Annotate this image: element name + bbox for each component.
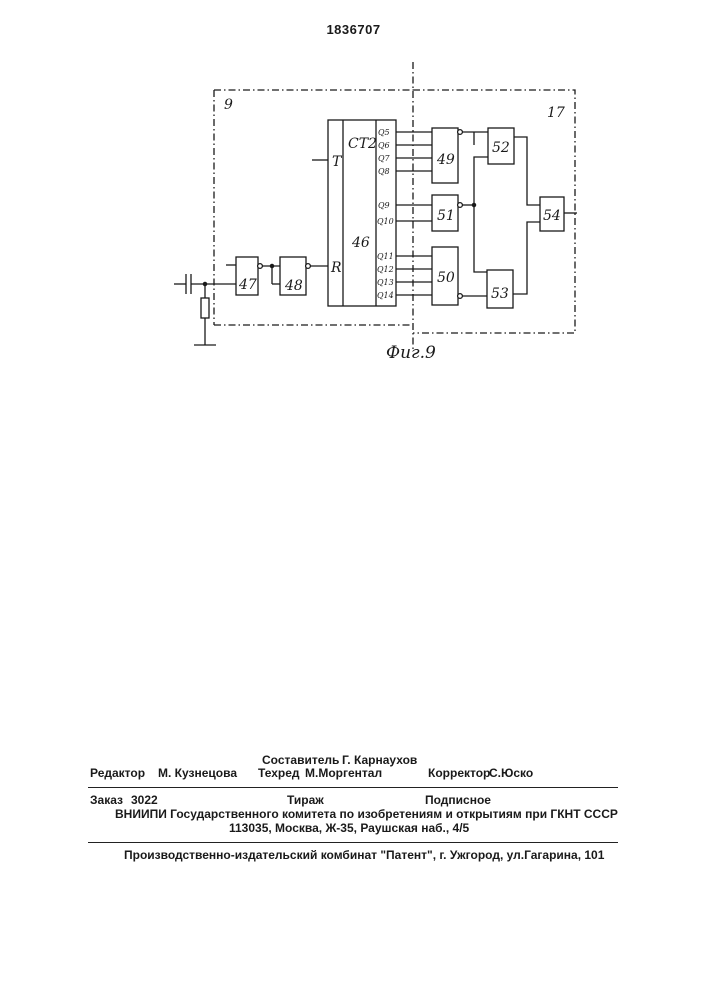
counter-type-label: СТ2 bbox=[348, 136, 377, 152]
output-label: Q12 bbox=[377, 265, 394, 274]
output-label: Q6 bbox=[378, 141, 390, 150]
block-label-51: 51 bbox=[437, 208, 455, 224]
counter-input-t: T bbox=[332, 154, 343, 170]
block-label-53: 53 bbox=[491, 286, 509, 302]
circulation-label: Тираж bbox=[287, 793, 324, 807]
techred-name: М.Моргентал bbox=[305, 766, 382, 780]
output-label: Q14 bbox=[377, 291, 394, 300]
divider bbox=[88, 842, 618, 843]
counter-input-r: R bbox=[330, 260, 342, 276]
block-label-54: 54 bbox=[543, 208, 561, 224]
frame-label-17: 17 bbox=[547, 105, 565, 121]
output-label: Q10 bbox=[377, 217, 394, 226]
frame-label-9: 9 bbox=[224, 97, 233, 113]
editor-name: М. Кузнецова bbox=[158, 766, 237, 780]
counter-number: 46 bbox=[351, 235, 370, 251]
output-label: Q11 bbox=[377, 252, 394, 261]
figure-caption: Фиг.9 bbox=[386, 343, 436, 363]
address-line: 113035, Москва, Ж-35, Раушская наб., 4/5 bbox=[229, 821, 469, 835]
order-number: 3022 bbox=[131, 793, 158, 807]
org-line: ВНИИПИ Государственного комитета по изоб… bbox=[115, 807, 618, 821]
output-label: Q9 bbox=[378, 201, 390, 210]
output-label: Q13 bbox=[377, 278, 394, 287]
output-label: Q7 bbox=[378, 154, 391, 163]
corrector-name: С.Юско bbox=[489, 766, 533, 780]
order-label: Заказ bbox=[90, 793, 123, 807]
subscription-label: Подписное bbox=[425, 793, 491, 807]
compiler-name: Г. Карнаухов bbox=[342, 753, 417, 767]
block-label-48: 48 bbox=[284, 278, 303, 294]
block-label-50: 50 bbox=[437, 270, 455, 286]
block-label-47: 47 bbox=[238, 277, 257, 293]
divider bbox=[88, 787, 618, 788]
block-label-52: 52 bbox=[492, 140, 510, 156]
compiler-label: Составитель bbox=[262, 753, 339, 767]
techred-label: Техред bbox=[258, 766, 300, 780]
publisher-line: Производственно-издательский комбинат "П… bbox=[124, 848, 604, 862]
output-label: Q5 bbox=[378, 128, 390, 137]
block-label-49: 49 bbox=[436, 152, 455, 168]
circuit-diagram: 9 17 СТ2 46 T R Q5 Q6 Q7 Q8 Q9 Q10 Q11 Q… bbox=[0, 0, 707, 380]
corrector-label: Корректор bbox=[428, 766, 490, 780]
editor-label: Редактор bbox=[90, 766, 145, 780]
resistor bbox=[201, 298, 209, 318]
output-label: Q8 bbox=[378, 167, 390, 176]
